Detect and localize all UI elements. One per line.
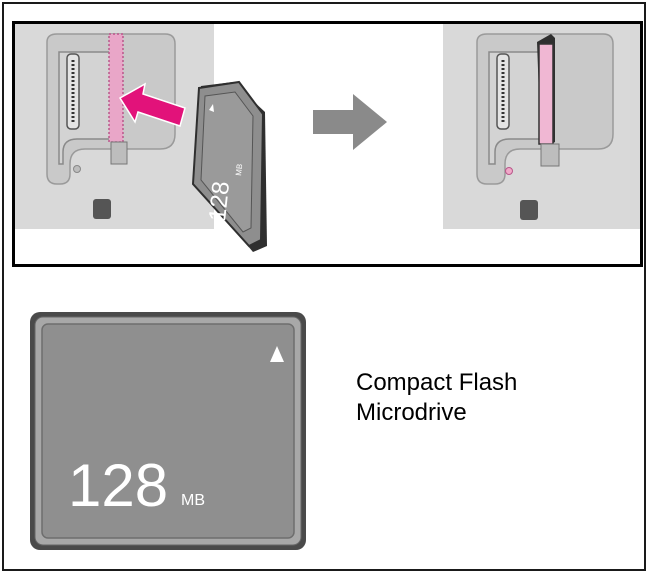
caption-line-compact-flash: Compact Flash [356, 369, 518, 396]
insertion-illustration: 128 MB [12, 21, 643, 267]
small-card-capacity: 128 [204, 180, 235, 223]
insertion-diagram: 128 MB [15, 24, 640, 252]
triangle-icon [270, 346, 284, 362]
card-unit: MB [181, 492, 205, 509]
cf-card-perspective: 128 MB [191, 80, 267, 252]
insert-arrow [118, 82, 186, 127]
caption-line-microdrive: Microdrive [356, 399, 467, 426]
small-card-unit: MB [234, 163, 244, 176]
printer-panel-before [15, 24, 214, 229]
compact-flash-card: 128 MB [30, 312, 310, 552]
direction-arrow-icon [313, 94, 387, 150]
printer-panel-after [443, 24, 640, 229]
card-types-caption: Compact Flash Microdrive [356, 368, 517, 428]
card-capacity: 128 [68, 452, 168, 519]
compact-flash-card-graphic: 128 MB [30, 312, 306, 550]
